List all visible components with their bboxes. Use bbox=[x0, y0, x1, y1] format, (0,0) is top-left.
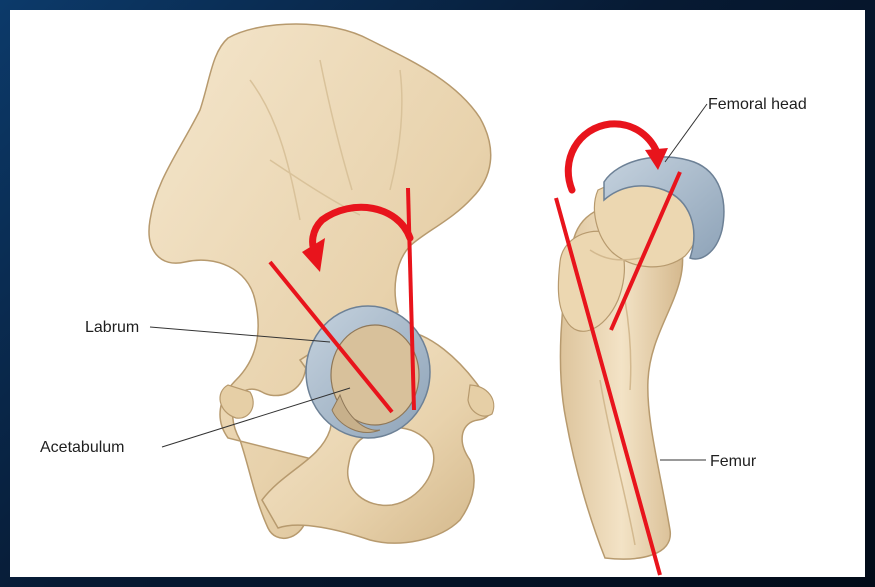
labrum-label: Labrum bbox=[85, 319, 139, 336]
pelvis-bone bbox=[149, 24, 494, 543]
femoral-head-label: Femoral head bbox=[708, 96, 807, 113]
acetabulum-leader bbox=[162, 388, 350, 447]
acetabulum-label: Acetabulum bbox=[40, 439, 125, 456]
femur-label: Femur bbox=[710, 453, 757, 470]
femoral-head-leader bbox=[665, 104, 707, 162]
femur-bone bbox=[558, 157, 724, 559]
